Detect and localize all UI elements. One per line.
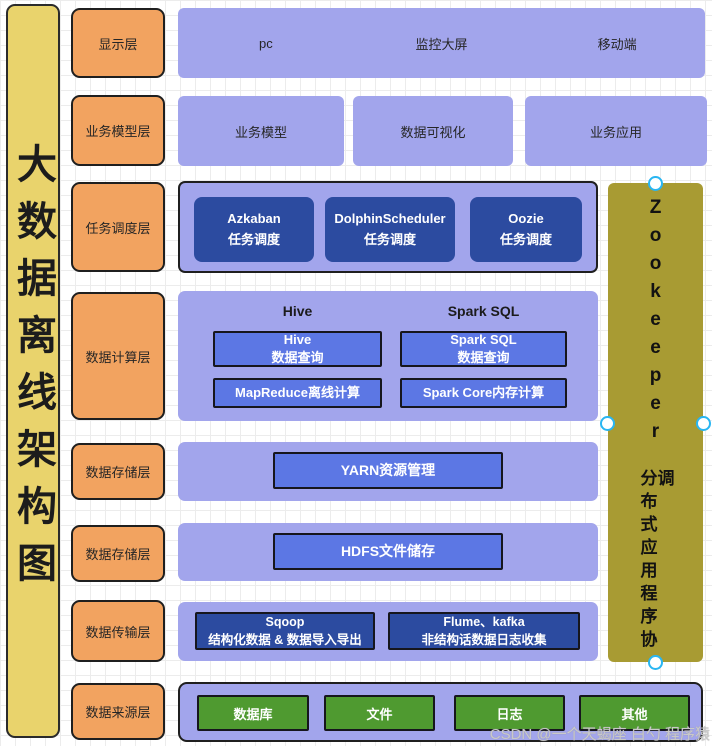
selection-handle-bottom[interactable]: [648, 655, 663, 670]
yarn-box[interactable]: YARN资源管理: [273, 452, 503, 489]
transmission-container[interactable]: Sqoop 结构化数据 & 数据导入导出 Flume、kafka 非结构话数据日…: [178, 602, 598, 661]
sparksql-query-box[interactable]: Spark SQL 数据查询: [400, 331, 567, 367]
source-file-box[interactable]: 文件: [324, 695, 435, 731]
scheduling-container[interactable]: Azkaban 任务调度 DolphinScheduler 任务调度 Oozie…: [178, 181, 598, 273]
sparksql-header: Spark SQL: [447, 303, 520, 319]
hive-query-box[interactable]: Hive 数据查询: [213, 331, 382, 367]
title-banner[interactable]: 大数据离线架构图: [6, 4, 60, 738]
sparksql-query-subtitle: 数据查询: [457, 350, 510, 365]
layer-label-display[interactable]: 显示层: [71, 8, 165, 78]
oozie-subtitle: 任务调度: [499, 231, 552, 247]
dolphinscheduler-title: DolphinScheduler: [334, 211, 446, 227]
selection-handle-top[interactable]: [648, 176, 663, 191]
flume-kafka-subtitle: 非结构话数据日志收集: [421, 633, 547, 647]
sparksql-query-title: Spark SQL: [450, 332, 517, 348]
dolphinscheduler-box[interactable]: DolphinScheduler 任务调度: [325, 197, 455, 262]
layer-label-storage-hdfs[interactable]: 数据存储层: [71, 525, 165, 582]
layer-label-business[interactable]: 业务模型层: [71, 95, 165, 166]
title-banner-text: 大数据离线架构图: [11, 143, 55, 599]
azkaban-box[interactable]: Azkaban 任务调度: [194, 197, 314, 262]
sqoop-title: Sqoop: [265, 614, 305, 629]
layer-label-source[interactable]: 数据来源层: [71, 683, 165, 740]
yarn-container[interactable]: YARN资源管理: [178, 442, 598, 501]
mapreduce-box[interactable]: MapReduce离线计算: [213, 378, 382, 408]
dolphinscheduler-subtitle: 任务调度: [363, 231, 416, 247]
computing-container[interactable]: Hive Spark SQL Hive 数据查询 Spark SQL 数据查询 …: [178, 291, 598, 421]
business-model-box[interactable]: 业务模型: [178, 96, 344, 166]
display-item-mobile: 移动端: [597, 36, 637, 52]
zookeeper-desc: 分布式应用程序协调: [637, 469, 674, 653]
hive-header: Hive: [282, 303, 313, 319]
selection-handle-left[interactable]: [600, 416, 615, 431]
selection-handle-right[interactable]: [696, 416, 711, 431]
display-layer-box[interactable]: pc 监控大屏 移动端: [178, 8, 705, 78]
zookeeper-name: Zookeeper: [645, 197, 666, 449]
watermark: CSDN @一个天蝎座 白勺 程序猿: [489, 726, 710, 743]
azkaban-title: Azkaban: [227, 211, 281, 227]
hdfs-container[interactable]: HDFS文件储存: [178, 523, 598, 581]
business-app-box[interactable]: 业务应用: [525, 96, 707, 166]
hive-query-title: Hive: [283, 332, 312, 348]
hive-query-subtitle: 数据查询: [271, 350, 324, 365]
oozie-box[interactable]: Oozie 任务调度: [470, 197, 582, 262]
sqoop-box[interactable]: Sqoop 结构化数据 & 数据导入导出: [195, 612, 375, 650]
layer-label-scheduling[interactable]: 任务调度层: [71, 182, 165, 272]
zookeeper-box[interactable]: Zookeeper 分布式应用程序协调: [608, 183, 703, 662]
flume-kafka-box[interactable]: Flume、kafka 非结构话数据日志收集: [388, 612, 580, 650]
sparkcore-box[interactable]: Spark Core内存计算: [400, 378, 567, 408]
flume-kafka-title: Flume、kafka: [443, 614, 525, 629]
source-container[interactable]: 数据库 文件 日志 其他: [178, 682, 703, 742]
layer-label-transmission[interactable]: 数据传输层: [71, 600, 165, 662]
display-item-monitor: 监控大屏: [415, 36, 468, 52]
layer-label-storage-yarn[interactable]: 数据存储层: [71, 443, 165, 500]
oozie-title: Oozie: [508, 211, 544, 227]
layer-label-computing[interactable]: 数据计算层: [71, 292, 165, 420]
source-log-box[interactable]: 日志: [454, 695, 565, 731]
azkaban-subtitle: 任务调度: [227, 231, 280, 247]
source-database-box[interactable]: 数据库: [197, 695, 309, 731]
sqoop-subtitle: 结构化数据 & 数据导入导出: [208, 633, 362, 647]
display-item-pc: pc: [258, 35, 273, 51]
source-other-box[interactable]: 其他: [579, 695, 690, 731]
hdfs-box[interactable]: HDFS文件储存: [273, 533, 503, 570]
data-visual-box[interactable]: 数据可视化: [353, 96, 513, 166]
